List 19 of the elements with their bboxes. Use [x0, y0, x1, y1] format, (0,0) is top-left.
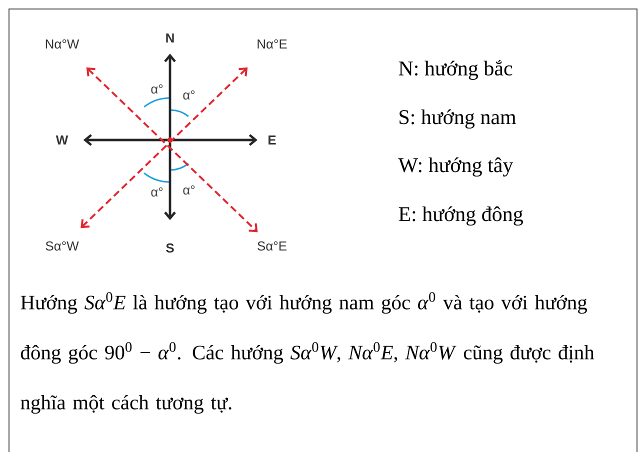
- direction-label: Sα°W: [46, 241, 79, 251]
- angle-label: α°: [183, 90, 195, 100]
- definition-text: E: hướng đông: [398, 206, 523, 226]
- paragraph: Hướng Sα$^{0}$E là hướng tạo với hướng nam góc α$^{0}$ và tạo với hướng đông góc 90$^{0}$ − α$^{0}$. Các hướng Sα$^{0}$W, Nα$^{0}$E, Nα$^{0}$W cũng được định nghĩa một cách tương tự.: [20, 292, 594, 414]
- direction-label: W: [56, 136, 68, 144]
- definition-text: S: hướng nam: [400, 109, 516, 129]
- angle-label: α°: [151, 84, 163, 94]
- arrow: [164, 54, 176, 220]
- arrow: [83, 134, 258, 146]
- direction-label: E: [268, 136, 276, 144]
- direction-label: Nα°W: [46, 39, 80, 49]
- direction-label: Nα°E: [258, 39, 287, 49]
- angle-label: α°: [183, 185, 195, 195]
- definition-text: N: hướng bắc: [398, 60, 512, 80]
- angle-label: α°: [151, 187, 163, 197]
- definition-text: W: hướng tây: [398, 157, 514, 177]
- direction-label: S: [166, 243, 174, 253]
- direction-label: Sα°E: [258, 241, 286, 251]
- direction-label: N: [166, 34, 174, 42]
